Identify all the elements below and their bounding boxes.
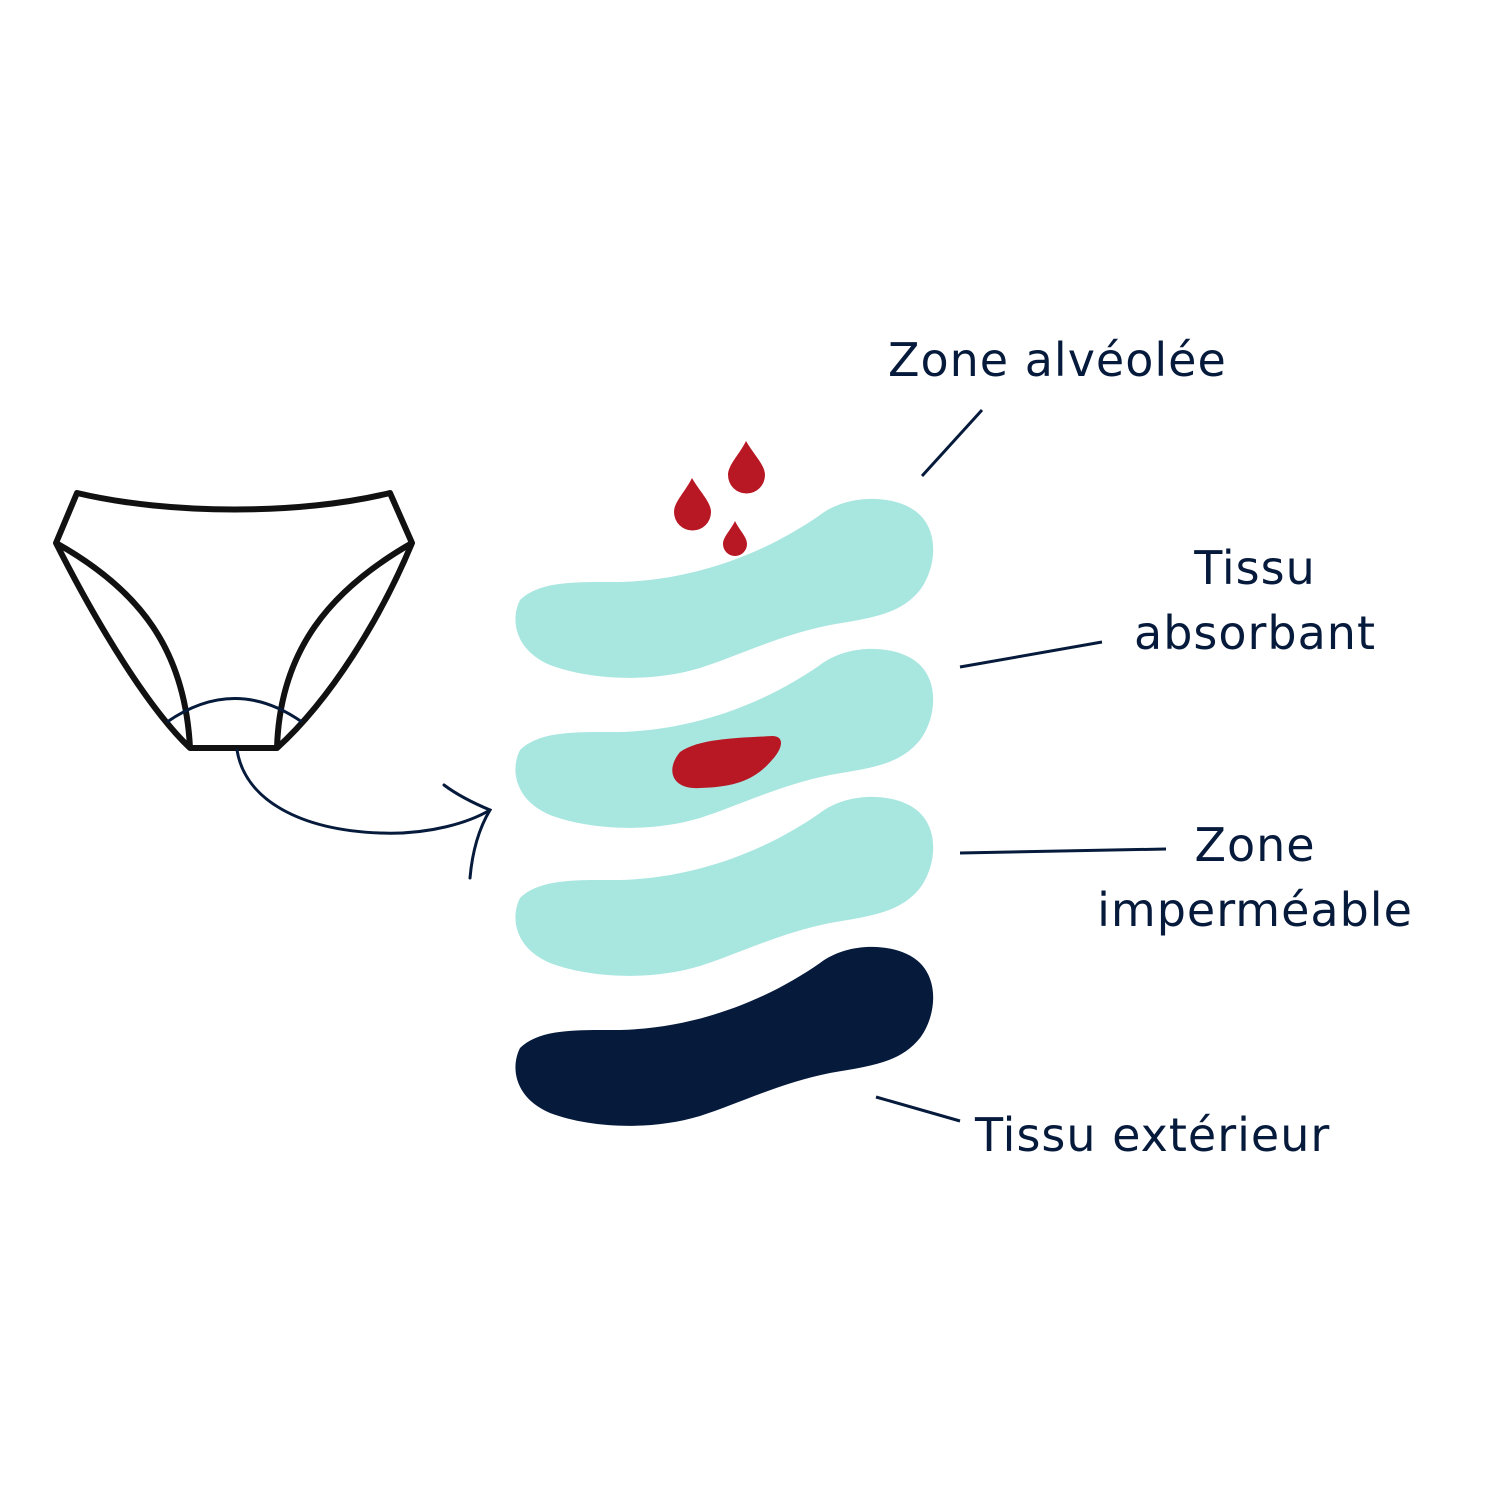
layer-tissu-exterieur [515,946,934,1126]
label-tissu-absorbant-line2: absorbant [1134,606,1376,660]
label-tissu-exterieur: Tissu extérieur [975,1108,1331,1162]
label-zone-impermeable-line2: imperméable [1097,883,1413,937]
leader-line-tissu-exterieur [875,1095,961,1123]
arrow-icon [235,748,493,880]
leader-line-zone-alveolee [920,408,984,478]
label-zone-impermeable-line1: Zone [1194,818,1316,872]
blood-drops-icon [674,441,765,556]
label-tissu-absorbant-line1: Tissu [1194,541,1316,595]
gusset-arc [166,697,303,724]
leader-line-zone-impermeable [959,847,1167,855]
label-zone-alveolee: Zone alvéolée [888,333,1227,387]
blood-stain [672,736,782,789]
leader-line-tissu-absorbant [959,640,1103,669]
underwear-icon [53,490,415,751]
